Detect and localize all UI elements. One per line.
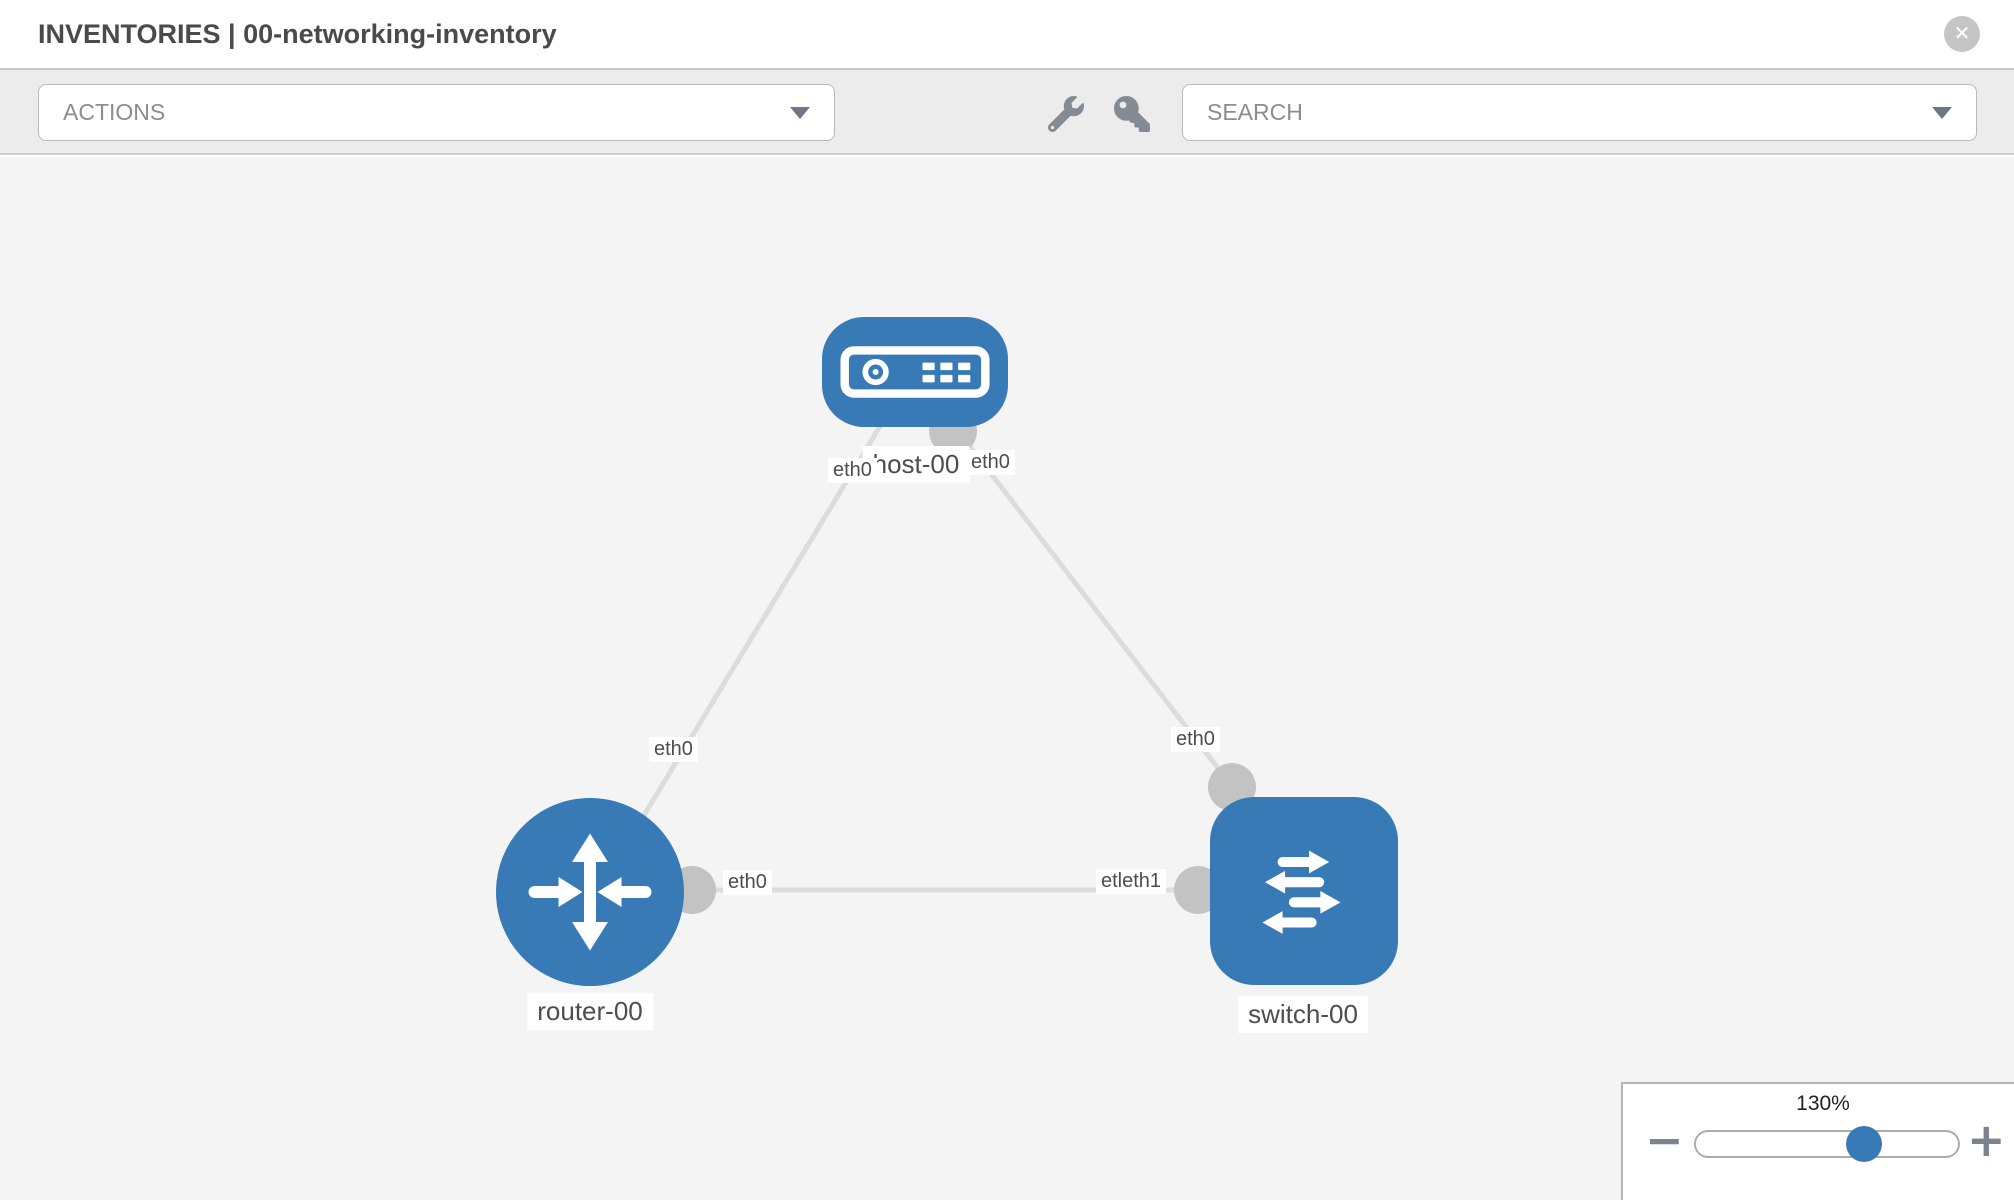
port-label-switch-left: etleth1: [1096, 869, 1167, 894]
node-host[interactable]: [822, 317, 1008, 427]
node-router[interactable]: [496, 798, 684, 986]
port-label-router-top: eth0: [649, 737, 698, 762]
key-icon[interactable]: [1114, 96, 1150, 132]
host-icon: [840, 346, 990, 398]
links-layer: [609, 407, 1262, 914]
switch-icon: [1262, 850, 1341, 934]
node-label-host: host-00: [862, 446, 970, 483]
close-icon[interactable]: ✕: [1944, 16, 1980, 52]
port-label-host-left: eth0: [828, 458, 877, 483]
port-label-host-right: eth0: [966, 450, 1015, 475]
toolbar: ACTIONS SEARCH: [0, 70, 2014, 155]
link-host-router[interactable]: [609, 416, 888, 870]
node-label-switch: switch-00: [1238, 996, 1368, 1033]
zoom-out-button[interactable]: −: [1645, 1113, 1684, 1167]
node-switch[interactable]: [1210, 797, 1398, 985]
zoom-in-button[interactable]: +: [1967, 1113, 2006, 1167]
search-dropdown[interactable]: SEARCH: [1182, 84, 1977, 141]
zoom-widget: 130% − +: [1621, 1082, 2014, 1200]
search-placeholder: SEARCH: [1207, 99, 1303, 125]
page-title: INVENTORIES | 00-networking-inventory: [38, 19, 557, 49]
port-label-router-right: eth0: [723, 870, 772, 895]
header: INVENTORIES | 00-networking-inventory ✕: [0, 0, 2014, 70]
zoom-slider[interactable]: [1694, 1126, 1960, 1162]
zoom-slider-knob[interactable]: [1846, 1126, 1882, 1162]
zoom-level: 130%: [1796, 1092, 1850, 1115]
node-label-router: router-00: [527, 993, 653, 1030]
chevron-down-icon: [1932, 106, 1952, 119]
chevron-down-icon: [790, 106, 810, 119]
topology-canvas[interactable]: host-00 router-00 switch-00 eth0 eth0 et…: [0, 157, 2014, 1200]
port-label-switch-top: eth0: [1171, 727, 1220, 752]
actions-placeholder: ACTIONS: [63, 99, 166, 125]
wrench-icon[interactable]: [1047, 96, 1084, 133]
router-icon: [528, 833, 652, 951]
actions-dropdown[interactable]: ACTIONS: [38, 84, 835, 141]
